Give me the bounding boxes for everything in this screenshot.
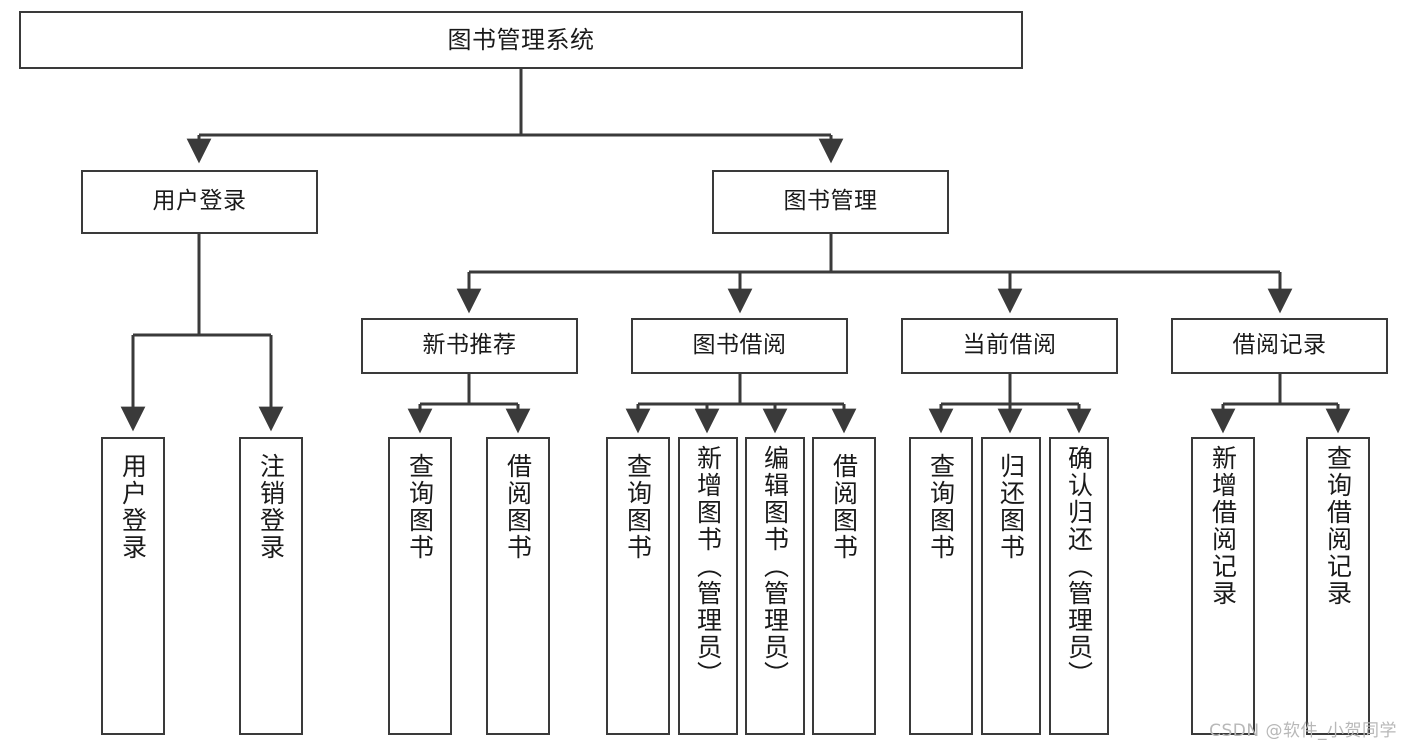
node-user-login-label: 用户登录	[152, 188, 247, 215]
csdn-watermark: CSDN @软件_小贺同学	[1209, 721, 1397, 741]
node-leaf-add-record[interactable]: 新增借阅记录	[1191, 437, 1255, 735]
node-new-book-rec-label: 新书推荐	[422, 332, 517, 359]
node-leaf-add-book[interactable]: 新增图书（管理员）	[678, 437, 738, 735]
node-leaf-query-record-label: 查询借阅记录	[1323, 445, 1353, 607]
node-leaf-query-book-1[interactable]: 查询图书	[388, 437, 452, 735]
node-leaf-user-login-label: 用户登录	[118, 453, 148, 561]
node-leaf-query-book-2-label: 查询图书	[623, 453, 653, 561]
node-leaf-query-book-3[interactable]: 查询图书	[909, 437, 973, 735]
node-leaf-query-book-3-label: 查询图书	[926, 453, 956, 561]
node-leaf-user-login[interactable]: 用户登录	[101, 437, 165, 735]
node-book-manage[interactable]: 图书管理	[712, 170, 949, 234]
node-root[interactable]: 图书管理系统	[19, 11, 1023, 69]
node-leaf-return-book-label: 归还图书	[996, 453, 1026, 561]
node-leaf-query-book-2[interactable]: 查询图书	[606, 437, 670, 735]
node-leaf-confirm-return-label: 确认归还（管理员）	[1064, 445, 1094, 688]
node-leaf-logout-login-label: 注销登录	[256, 453, 286, 561]
node-user-login[interactable]: 用户登录	[81, 170, 318, 234]
node-leaf-query-record[interactable]: 查询借阅记录	[1306, 437, 1370, 735]
node-new-book-rec[interactable]: 新书推荐	[361, 318, 578, 374]
node-leaf-borrow-book-1-label: 借阅图书	[503, 453, 533, 561]
node-leaf-add-book-label: 新增图书（管理员）	[693, 445, 723, 688]
node-current-borrow-label: 当前借阅	[962, 332, 1057, 359]
node-leaf-edit-book-label: 编辑图书（管理员）	[760, 445, 790, 688]
node-leaf-return-book[interactable]: 归还图书	[981, 437, 1041, 735]
node-leaf-query-book-1-label: 查询图书	[405, 453, 435, 561]
node-leaf-confirm-return[interactable]: 确认归还（管理员）	[1049, 437, 1109, 735]
node-book-borrow[interactable]: 图书借阅	[631, 318, 848, 374]
node-current-borrow[interactable]: 当前借阅	[901, 318, 1118, 374]
node-leaf-logout-login[interactable]: 注销登录	[239, 437, 303, 735]
node-leaf-borrow-book-1[interactable]: 借阅图书	[486, 437, 550, 735]
node-book-borrow-label: 图书借阅	[692, 332, 787, 359]
node-leaf-add-record-label: 新增借阅记录	[1208, 445, 1238, 607]
node-root-label: 图书管理系统	[447, 25, 595, 54]
node-leaf-borrow-book-2-label: 借阅图书	[829, 453, 859, 561]
node-leaf-edit-book[interactable]: 编辑图书（管理员）	[745, 437, 805, 735]
node-book-manage-label: 图书管理	[783, 188, 878, 215]
node-borrow-record[interactable]: 借阅记录	[1171, 318, 1388, 374]
node-borrow-record-label: 借阅记录	[1232, 332, 1327, 359]
node-leaf-borrow-book-2[interactable]: 借阅图书	[812, 437, 876, 735]
